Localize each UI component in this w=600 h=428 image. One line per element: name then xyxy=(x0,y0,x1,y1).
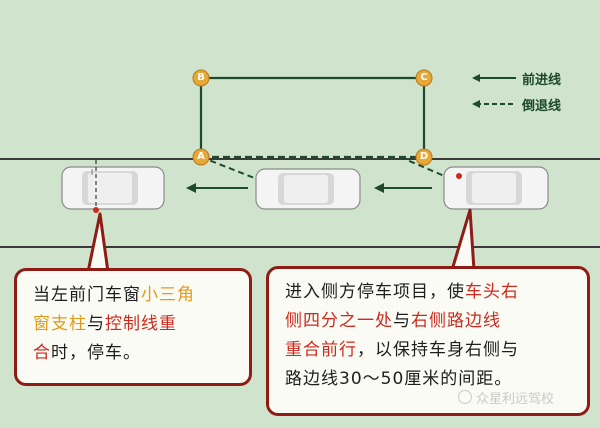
callout-left-text-7: 时，停车。 xyxy=(51,343,141,363)
parking-box-outline xyxy=(199,76,426,157)
chat-icon xyxy=(458,390,472,404)
callout-left-text-1: 当左前门车窗 xyxy=(33,285,141,305)
callout-entry-instruction: 进入侧方停车项目，使车头右 侧四分之一处与右侧路边线 重合前行，以保持车身右侧与… xyxy=(266,266,590,416)
reverse-diagonal-left xyxy=(200,156,291,193)
callout-right-text-3: 侧四分之一处 xyxy=(285,311,393,331)
callout-right-text-2: 车头右 xyxy=(465,282,519,302)
legend-forward-label: 前进线 xyxy=(522,73,562,88)
callout-right-text-5: 右侧路边线 xyxy=(411,311,501,331)
callout-left-text-5: 控制线重 xyxy=(105,314,177,334)
car-right xyxy=(443,166,549,210)
car-left xyxy=(61,166,165,210)
callout-left-text-2: 小三角 xyxy=(141,285,195,305)
callout-right-text-6: 重合前行 xyxy=(285,340,357,360)
forward-arrow-left xyxy=(186,183,248,193)
callout-stop-instruction: 当左前门车窗小三角 窗支柱与控制线重 合时，停车。 xyxy=(14,268,252,386)
point-b-marker xyxy=(192,69,210,87)
point-a-marker xyxy=(192,148,210,166)
callout-left-text-4: 与 xyxy=(87,314,105,334)
point-c-label: C xyxy=(420,72,428,83)
point-d-marker xyxy=(415,148,433,166)
callout-left-pointer xyxy=(86,212,110,274)
callout-left-text-3: 窗支柱 xyxy=(33,314,87,334)
car-front-quarter-dot xyxy=(456,173,462,179)
watermark-text: 众星利远驾校 xyxy=(476,392,555,407)
point-c-marker xyxy=(415,69,433,87)
callout-right-text-8: 路边线30～50厘米的间距。 xyxy=(285,369,513,389)
callout-right-text-7: ，以保持车身右侧与 xyxy=(357,340,519,360)
legend-reverse-line xyxy=(472,100,516,108)
forward-arrow-right xyxy=(374,183,432,193)
callout-left-text-6: 合 xyxy=(33,343,51,363)
callout-right-text-1: 进入侧方停车项目，使 xyxy=(285,282,465,302)
callout-right-text-4: 与 xyxy=(393,311,411,331)
point-d-label: D xyxy=(419,151,429,162)
point-b-label: B xyxy=(197,72,205,83)
point-a-label: A xyxy=(197,151,205,162)
callout-right-pointer xyxy=(450,208,476,272)
legend-forward-line xyxy=(472,74,516,82)
car-middle xyxy=(255,168,361,210)
window-pillar-dot xyxy=(93,207,99,213)
legend-reverse-label: 倒退线 xyxy=(522,99,562,114)
